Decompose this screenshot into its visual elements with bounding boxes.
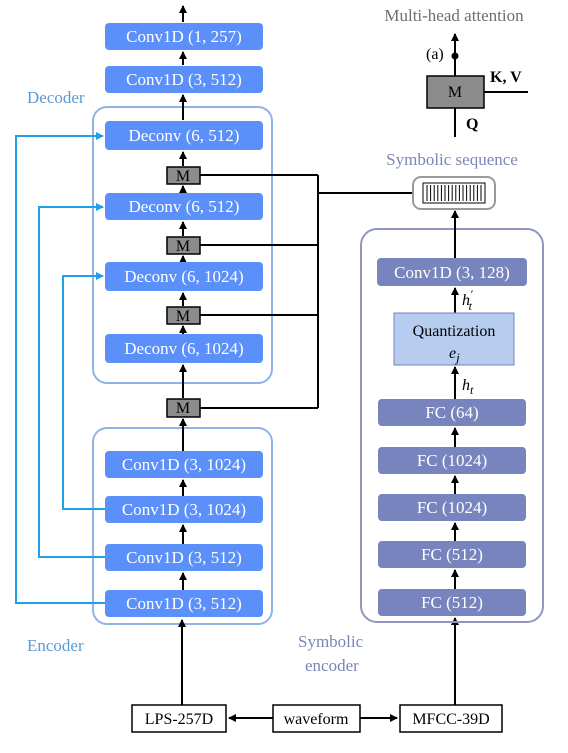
decoder-layer-1: Deconv (6, 512) <box>105 121 263 150</box>
symbolic-sequence-title: Symbolic sequence <box>386 150 518 169</box>
conv1d-second-layer: Conv1D (3, 512) <box>105 66 263 93</box>
decoder-layer-1-label: Deconv (6, 512) <box>129 126 240 145</box>
waveform-input: waveform <box>272 704 361 733</box>
mask-block-3-label: M <box>176 308 190 325</box>
encoder-title: Encoder <box>27 636 84 655</box>
fc-layer-2-label: FC (1024) <box>417 451 487 470</box>
decoder-layer-2: Deconv (6, 512) <box>105 193 263 220</box>
decoder-layer-3-label: Deconv (6, 1024) <box>124 267 243 286</box>
symbolic-conv1d-layer: Conv1D (3, 128) <box>377 258 527 286</box>
mfcc-input: MFCC-39D <box>399 704 503 733</box>
legend-kv-label: K, V <box>490 69 522 86</box>
fc-layer-3-label: FC (1024) <box>417 498 487 517</box>
h-label: ht <box>462 377 474 397</box>
symbolic-conv1d-label: Conv1D (3, 128) <box>394 263 510 282</box>
symbolic-tokens <box>426 185 482 201</box>
waveform-input-label: waveform <box>284 711 349 728</box>
quantization-label: Quantization <box>413 323 496 340</box>
fc-layer-1: FC (64) <box>378 399 526 426</box>
encoder-layer-1: Conv1D (3, 1024) <box>105 451 263 478</box>
multi-head-attention-title: Multi-head attention <box>384 6 524 25</box>
mfcc-input-label: MFCC-39D <box>412 711 489 728</box>
lps-input-label: LPS-257D <box>145 711 213 728</box>
legend-tag: (a) <box>426 46 444 63</box>
encoder-layer-2-label: Conv1D (3, 1024) <box>122 500 246 519</box>
codebook-label: ej <box>449 345 460 365</box>
mask-block-4-label: M <box>176 400 190 417</box>
fc-layer-5: FC (512) <box>378 589 526 616</box>
legend-dot <box>451 52 459 60</box>
lps-input: LPS-257D <box>131 704 227 733</box>
legend-mask-block <box>426 75 485 109</box>
decoder-layer-4-label: Deconv (6, 1024) <box>124 339 243 358</box>
mask-block-2-label: M <box>176 238 190 255</box>
conv1d-output-layer: Conv1D (1, 257) <box>105 23 263 50</box>
symbolic-sequence-box <box>412 176 496 210</box>
mask-block-3: M <box>166 306 201 325</box>
fc-layer-1-label: FC (64) <box>425 403 478 422</box>
encoder-layer-4: Conv1D (3, 512) <box>105 590 263 617</box>
symbolic-encoder-group <box>360 228 544 623</box>
fc-layer-4-label: FC (512) <box>421 545 483 564</box>
legend-q-label: Q <box>466 116 478 133</box>
decoder-layer-2-label: Deconv (6, 512) <box>129 197 240 216</box>
symbolic-feed-lines <box>200 174 412 409</box>
encoder-layer-3: Conv1D (3, 512) <box>105 544 263 571</box>
fc-layer-5-label: FC (512) <box>421 593 483 612</box>
mask-block-4: M <box>166 398 201 418</box>
mask-block-1: M <box>166 166 201 185</box>
mask-block-2: M <box>166 236 201 255</box>
symbolic-encoder-title-line1: Symbolic <box>298 632 364 651</box>
fc-layer-3: FC (1024) <box>378 494 526 521</box>
encoder-layer-2: Conv1D (3, 1024) <box>105 496 263 523</box>
h-prime-label: h′t <box>462 287 473 313</box>
quantization-block: Quantization ej <box>393 312 515 366</box>
fc-layer-2: FC (1024) <box>378 447 526 474</box>
decoder-layer-3: Deconv (6, 1024) <box>105 262 263 291</box>
encoder-layer-3-label: Conv1D (3, 512) <box>126 548 242 567</box>
decoder-title: Decoder <box>27 88 85 107</box>
decoder-layer-4: Deconv (6, 1024) <box>105 334 263 363</box>
conv1d-output-label: Conv1D (1, 257) <box>126 27 242 46</box>
attention-legend: (a) M K, V Q <box>426 33 528 137</box>
legend-mask-label: M <box>448 84 462 101</box>
encoder-layer-1-label: Conv1D (3, 1024) <box>122 455 246 474</box>
skip-connections <box>15 132 105 604</box>
symbolic-encoder-title-line2: encoder <box>305 656 359 675</box>
encoder-layer-4-label: Conv1D (3, 512) <box>126 594 242 613</box>
conv1d-second-label: Conv1D (3, 512) <box>126 70 242 89</box>
fc-layer-4: FC (512) <box>378 541 526 568</box>
mask-block-1-label: M <box>176 168 190 185</box>
